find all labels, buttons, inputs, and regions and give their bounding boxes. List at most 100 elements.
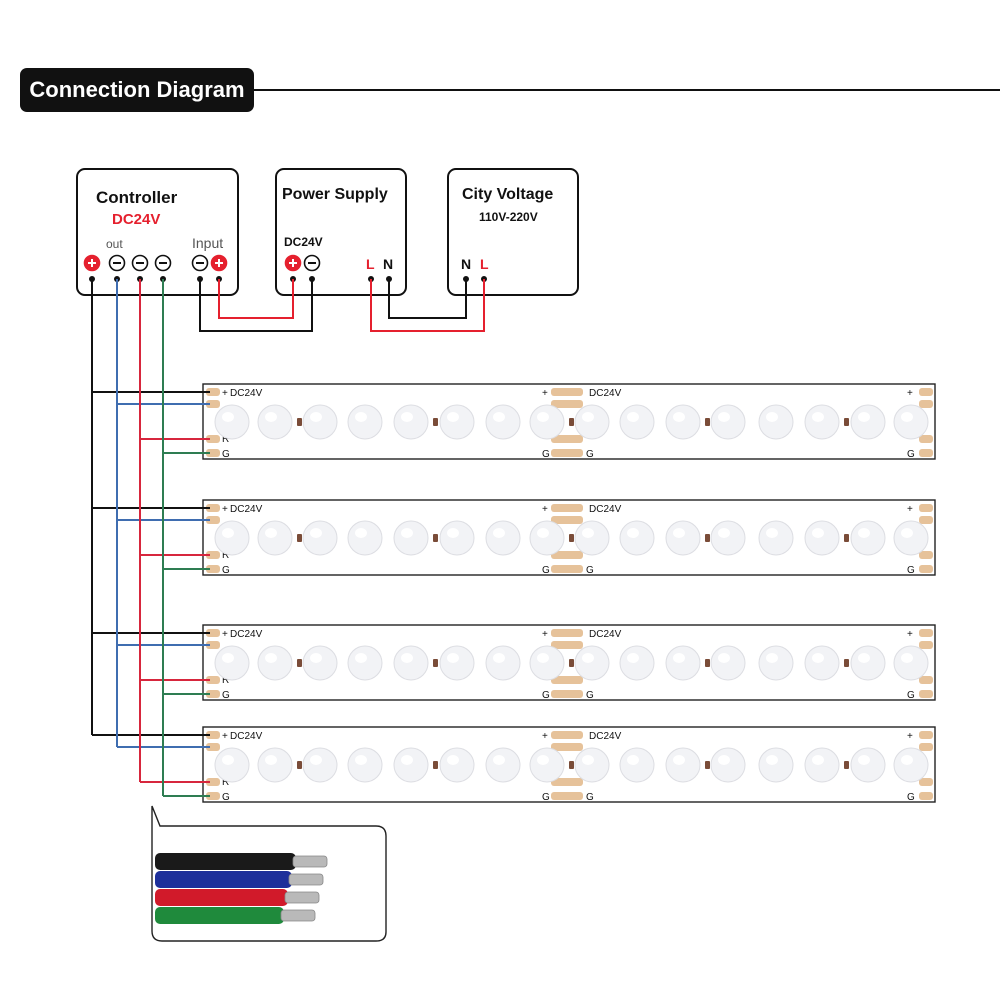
wire-dc-positive (218, 279, 294, 319)
copper-pad (919, 565, 933, 573)
strip-g-label-mid2: G (586, 690, 594, 701)
power-supply-voltage: DC24V (284, 235, 323, 249)
led-highlight (812, 755, 824, 765)
cable-wire-green (155, 907, 284, 924)
strip-plus-label-end: + (907, 629, 913, 640)
copper-pad (206, 435, 220, 443)
led-dome (758, 404, 794, 440)
copper-pad (206, 690, 220, 698)
strip-g-label-mid: G (542, 792, 550, 803)
copper-pad (919, 778, 933, 786)
led-highlight (265, 412, 277, 422)
led-highlight (537, 412, 549, 422)
led-dome (619, 404, 655, 440)
strip-plus-label: + (222, 504, 228, 515)
copper-pad (206, 731, 220, 739)
led-highlight (766, 528, 778, 538)
strip-voltage-label: DC24V (230, 504, 263, 515)
led-highlight (812, 412, 824, 422)
led-dome (485, 520, 521, 556)
strip-voltage-label-2: DC24V (589, 731, 622, 742)
controller-out-r-terminal (131, 254, 149, 272)
copper-pad (551, 641, 583, 649)
copper-pad (919, 551, 933, 559)
led-dome (485, 645, 521, 681)
led-highlight (901, 755, 913, 765)
led-dome (529, 520, 565, 556)
led-highlight (265, 755, 277, 765)
led-dome (529, 645, 565, 681)
led-dome (850, 404, 886, 440)
power-supply-plus-terminal (284, 254, 302, 272)
copper-pad (551, 629, 583, 637)
resistor (433, 659, 438, 667)
strip-g-label-end: G (907, 449, 915, 460)
led-highlight (627, 653, 639, 663)
led-dome (393, 645, 429, 681)
resistor (569, 534, 574, 542)
led-dome (257, 747, 293, 783)
led-dome (529, 404, 565, 440)
led-highlight (537, 653, 549, 663)
power-supply-title: Power Supply (282, 186, 388, 203)
controller-out-label: out (106, 237, 123, 251)
copper-pad (206, 778, 220, 786)
copper-pad (551, 449, 583, 457)
led-highlight (447, 653, 459, 663)
led-highlight (582, 528, 594, 538)
resistor (433, 534, 438, 542)
resistor (297, 659, 302, 667)
led-dome (347, 747, 383, 783)
led-highlight (858, 412, 870, 422)
strip-plus-label-mid: + (542, 731, 548, 742)
led-highlight (901, 412, 913, 422)
wire-ac-live (370, 279, 485, 332)
strip-plus-label: + (222, 629, 228, 640)
cable-wire-blue (155, 871, 292, 888)
copper-pad (919, 690, 933, 698)
led-dome (710, 747, 746, 783)
led-dome (529, 747, 565, 783)
copper-pad (919, 504, 933, 512)
led-dome (257, 404, 293, 440)
led-dome (257, 645, 293, 681)
led-dome (850, 520, 886, 556)
controller-input-label: Input (192, 235, 224, 251)
cable-wire-red (155, 889, 288, 906)
led-dome (439, 747, 475, 783)
controller-voltage: DC24V (112, 211, 161, 228)
led-dome (485, 747, 521, 783)
strip-voltage-label-2: DC24V (589, 504, 622, 515)
led-highlight (673, 755, 685, 765)
power-supply-terminal-n: N (383, 256, 394, 272)
led-dome (893, 520, 929, 556)
led-dome (710, 520, 746, 556)
copper-pad (551, 388, 583, 396)
led-highlight (493, 755, 505, 765)
led-dome (439, 404, 475, 440)
strip-plus-label-mid: + (542, 629, 548, 640)
led-dome (619, 520, 655, 556)
strip-g-label: G (222, 792, 230, 803)
copper-pad (206, 629, 220, 637)
led-dome (665, 747, 701, 783)
led-highlight (310, 755, 322, 765)
city-voltage-title: City Voltage (462, 186, 554, 203)
strip-voltage-label: DC24V (230, 388, 263, 399)
led-highlight (582, 755, 594, 765)
led-highlight (627, 412, 639, 422)
led-dome (214, 645, 250, 681)
copper-pad (919, 449, 933, 457)
led-highlight (766, 755, 778, 765)
led-dome (758, 747, 794, 783)
power-supply-minus-terminal (303, 254, 321, 272)
copper-pad (206, 565, 220, 573)
led-highlight (901, 653, 913, 663)
led-dome (257, 520, 293, 556)
led-highlight (310, 412, 322, 422)
led-highlight (265, 653, 277, 663)
strip-plus-label: + (222, 388, 228, 399)
led-highlight (858, 653, 870, 663)
led-highlight (673, 653, 685, 663)
